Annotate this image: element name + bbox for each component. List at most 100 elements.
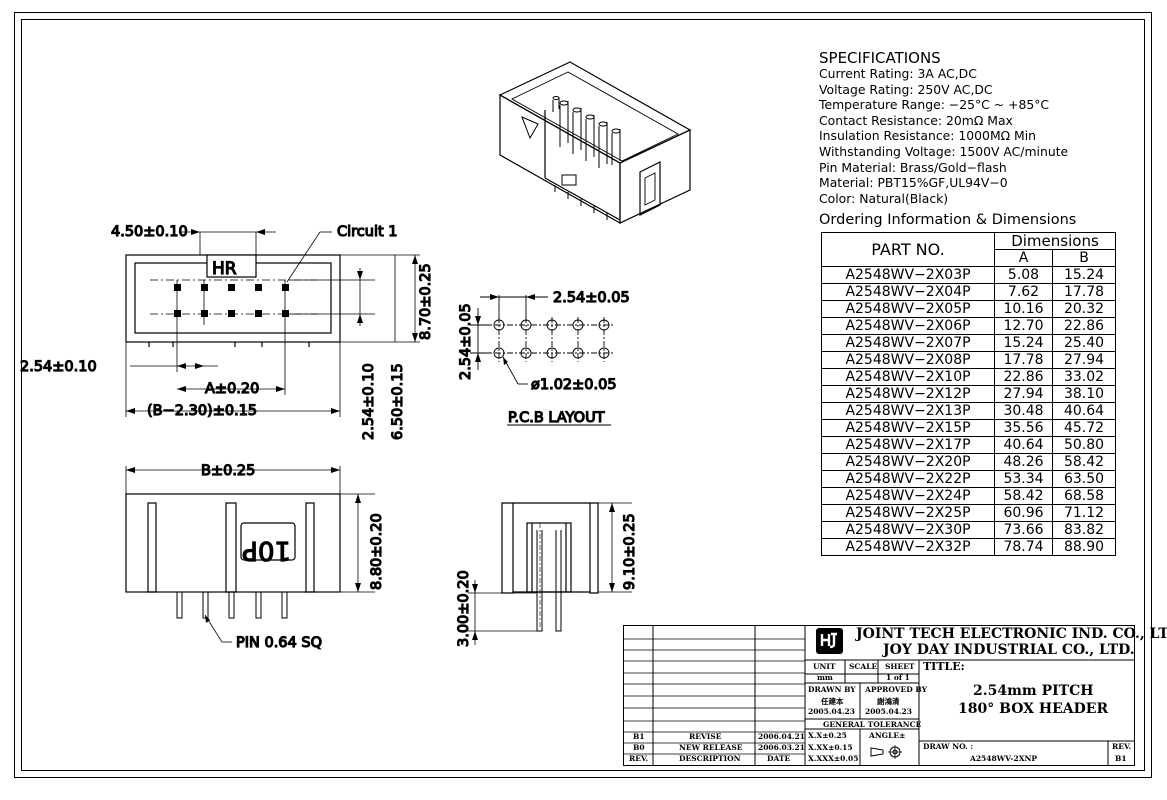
hr-logo: HR	[212, 259, 237, 279]
tolerance-3: X.XXX±0.05	[808, 754, 859, 763]
revision-date: 2006.03.21	[758, 743, 805, 752]
revision-date: 2006.04.21	[758, 732, 805, 741]
spec-line: Material: PBT15%GF,UL94V−0	[819, 175, 1008, 191]
part-no-cell: A2548WV−2X13P	[821, 402, 995, 420]
spec-line: Insulation Resistance: 1000MΩ Min	[819, 128, 1037, 144]
dim-a-cell: 10.16	[994, 300, 1053, 318]
col-a-header: A	[994, 249, 1053, 267]
part-no-cell: A2548WV−2X05P	[821, 300, 995, 318]
description-header: DESCRIPTION	[679, 754, 741, 763]
date-header: DATE	[767, 754, 791, 763]
title-label: TITLE:	[923, 660, 965, 673]
revision-desc: NEW RELEASE	[679, 743, 743, 752]
drawn-date: 2005.04.23	[808, 707, 855, 716]
pcb-layout	[470, 294, 615, 426]
projection-symbol	[870, 745, 902, 759]
dim-b-cell: 71.12	[1052, 504, 1116, 522]
title-line-2: 180° BOX HEADER	[958, 701, 1109, 717]
dim-b-cell: 38.10	[1052, 385, 1116, 403]
revision-rev: B0	[633, 743, 645, 752]
rev-value-right: B1	[1115, 754, 1127, 763]
part-no-cell: A2548WV−2X17P	[821, 436, 995, 454]
part-no-cell: A2548WV−2X22P	[821, 470, 995, 488]
unit-label: UNIT	[813, 662, 836, 671]
dim-height-8-70: 8.70±0.25	[418, 263, 434, 340]
company-logo-mark	[820, 632, 837, 649]
dim-tail-3-00: 3.00±0.20	[456, 570, 472, 647]
front-view	[125, 466, 375, 643]
dim-b-cell: 63.50	[1052, 470, 1116, 488]
part-no-cell: A2548WV−2X07P	[821, 334, 995, 352]
tolerance-1: X.X±0.25	[808, 731, 847, 740]
company-logo	[816, 628, 843, 654]
part-no-cell: A2548WV−2X15P	[821, 419, 995, 437]
dim-b-cell: 40.64	[1052, 402, 1116, 420]
10p-mark: 10P	[242, 535, 291, 565]
dim-a-cell: 7.62	[994, 283, 1053, 301]
dim-a-cell: 40.64	[994, 436, 1053, 454]
pin-label: PIN 0.64 SQ	[236, 635, 322, 651]
sheet-value: 1 of 1	[886, 673, 910, 682]
pcb-dim-pitch-y: 2.54±0.05	[458, 303, 474, 380]
dim-b-cell: 25.40	[1052, 334, 1116, 352]
dim-a-cell: 78.74	[994, 538, 1053, 556]
draw-no-value: A2548WV-2XNP	[970, 754, 1038, 763]
title-line-1: 2.54mm PITCH	[973, 683, 1094, 699]
angle-label: ANGLE±	[869, 731, 906, 740]
ordering-title: Ordering Information & Dimensions	[819, 212, 1077, 228]
part-no-cell: A2548WV−2X04P	[821, 283, 995, 301]
draw-no-label: DRAW NO. :	[923, 742, 974, 751]
part-no-cell: A2548WV−2X20P	[821, 453, 995, 471]
dim-height-8-80: 8.80±0.20	[369, 513, 385, 590]
dim-a-cell: 15.24	[994, 334, 1053, 352]
dim-b-cell: 22.86	[1052, 317, 1116, 335]
drawing-outer-border	[14, 12, 1152, 778]
dim-b-width: B±0.25	[201, 463, 255, 479]
dim-a-cell: 73.66	[994, 521, 1053, 539]
general-tolerance-label: GENERAL TOLERANCE	[823, 720, 922, 729]
dim-a-cell: 5.08	[994, 266, 1053, 284]
spec-line: Pin Material: Brass/Gold−flash	[819, 159, 1007, 175]
drawn-by-name: 任建本	[821, 697, 844, 706]
spec-line: Color: Natural(Black)	[819, 190, 949, 206]
dim-row-depth: 6.50±0.15	[390, 363, 406, 440]
rev-label-right: REV.	[1112, 742, 1132, 751]
dim-a: A±0.20	[205, 381, 259, 397]
dim-b-minus: (B−2.30)±0.15	[147, 403, 257, 419]
specifications-block: SPECIFICATIONS Current Rating: 3A AC,DC …	[819, 50, 1068, 206]
dim-b-cell: 58.42	[1052, 453, 1116, 471]
part-no-cell: A2548WV−2X06P	[821, 317, 995, 335]
spec-line: Current Rating: 3A AC,DC	[819, 66, 977, 81]
dim-b-cell: 68.58	[1052, 487, 1116, 505]
revision-rev: B1	[633, 732, 645, 741]
drawing-frame	[21, 19, 1145, 771]
isometric-view	[498, 61, 692, 225]
unit-value: mm	[817, 673, 833, 682]
dim-a-cell: 12.70	[994, 317, 1053, 335]
dim-b-cell: 15.24	[1052, 266, 1116, 284]
dim-a-cell: 22.86	[994, 368, 1053, 386]
dim-b-cell: 50.80	[1052, 436, 1116, 454]
revision-desc: REVISE	[689, 732, 722, 741]
pcb-dim-hole: ø1.02±0.05	[531, 377, 617, 393]
pcb-layout-label: P.C.B LAYOUT	[508, 410, 605, 426]
title-block-grid	[623, 625, 1135, 766]
company-name-1: JOINT TECH ELECTRONIC IND. CO., LTD.	[856, 626, 1167, 642]
dim-top-width: 4.50±0.10	[111, 224, 188, 240]
spec-line: Temperature Range: −25°C ~ +85°C	[819, 97, 1050, 113]
